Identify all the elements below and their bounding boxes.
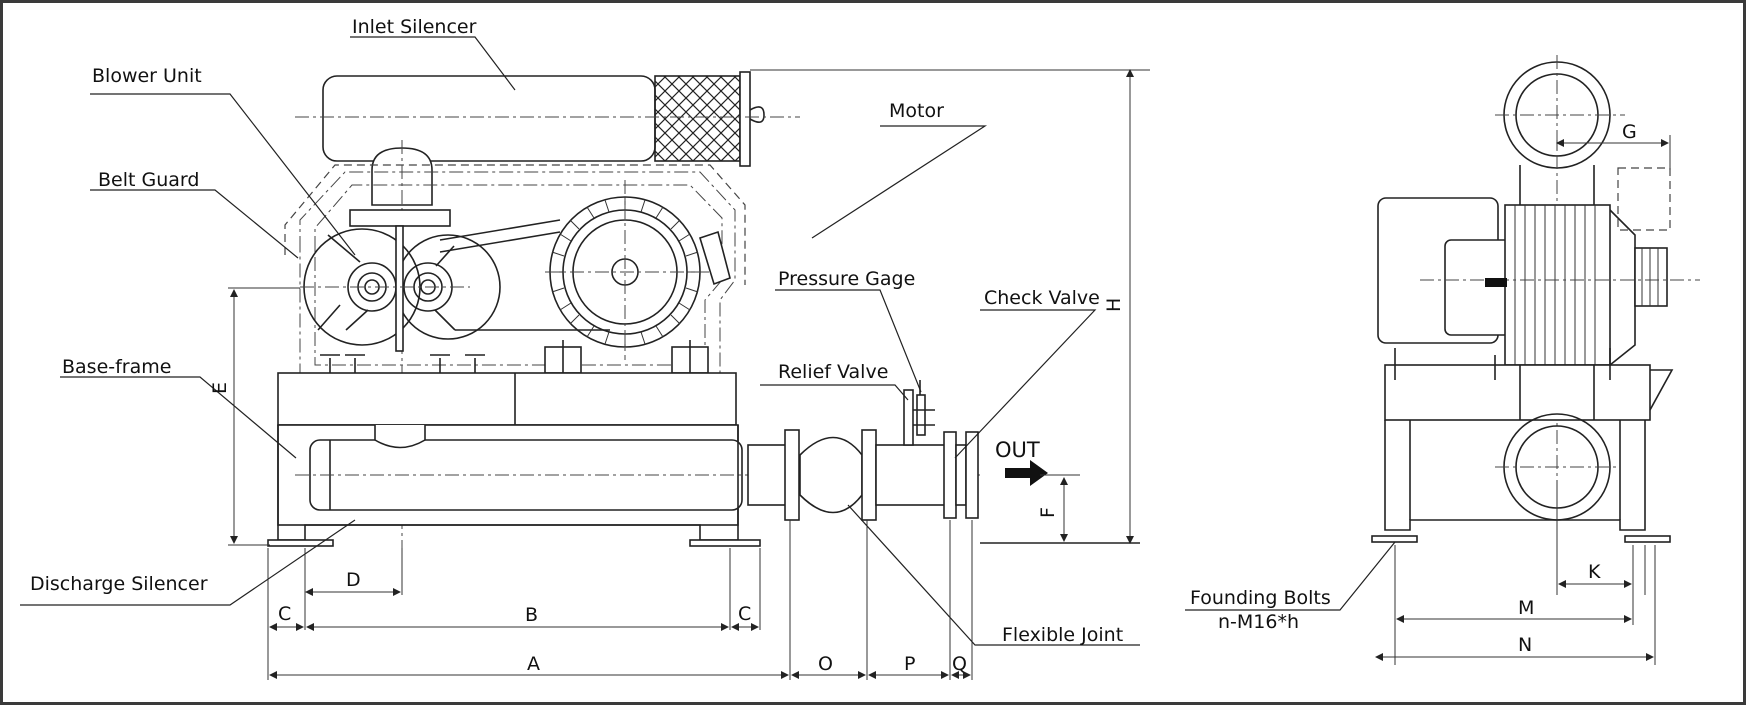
label-base-frame: Base-frame — [62, 356, 171, 378]
dim-label-n: N — [1518, 634, 1532, 656]
label-blower-unit: Blower Unit — [92, 65, 202, 87]
dim-label-f: F — [1037, 507, 1059, 518]
label-bolt-spec: n-M16*h — [1218, 611, 1299, 633]
dim-label-c-left: C — [278, 603, 291, 625]
dim-label-k: K — [1588, 561, 1601, 583]
inlet-filter-mesh — [654, 75, 741, 162]
leader-lines — [20, 36, 1396, 646]
dim-label-g: G — [1622, 121, 1637, 143]
label-out: OUT — [995, 438, 1040, 462]
front-dimensions — [228, 69, 1150, 680]
dim-label-h: H — [1103, 298, 1125, 312]
front-view — [267, 71, 1140, 590]
inlet-end-cap — [739, 71, 751, 167]
inlet-silencer-body — [322, 75, 656, 162]
label-relief-valve: Relief Valve — [778, 361, 888, 383]
label-belt-guard: Belt Guard — [98, 169, 199, 191]
dim-label-m: M — [1518, 597, 1534, 619]
label-flexible-joint: Flexible Joint — [1002, 624, 1123, 646]
dim-label-e: E — [209, 382, 231, 394]
dim-label-c-right: C — [738, 603, 751, 625]
dimension-labels: H E F D C B C A O P Q G K M N — [209, 121, 1637, 675]
side-dimensions — [1375, 135, 1671, 665]
dim-label-d: D — [346, 569, 361, 591]
label-check-valve: Check Valve — [984, 287, 1100, 309]
label-founding-bolts: Founding Bolts — [1190, 587, 1331, 609]
dim-label-q: Q — [952, 653, 967, 675]
label-motor: Motor — [889, 100, 944, 122]
dim-label-b: B — [525, 604, 538, 626]
label-pressure-gage: Pressure Gage — [778, 268, 915, 290]
dim-label-p: P — [904, 653, 915, 675]
label-discharge-silencer: Discharge Silencer — [30, 573, 208, 595]
side-view — [1371, 55, 1700, 543]
label-inlet-silencer: Inlet Silencer — [352, 16, 477, 38]
dim-label-a: A — [527, 653, 540, 675]
dim-label-o: O — [818, 653, 833, 675]
part-labels: Inlet Silencer Blower Unit Belt Guard Ba… — [30, 16, 1331, 646]
